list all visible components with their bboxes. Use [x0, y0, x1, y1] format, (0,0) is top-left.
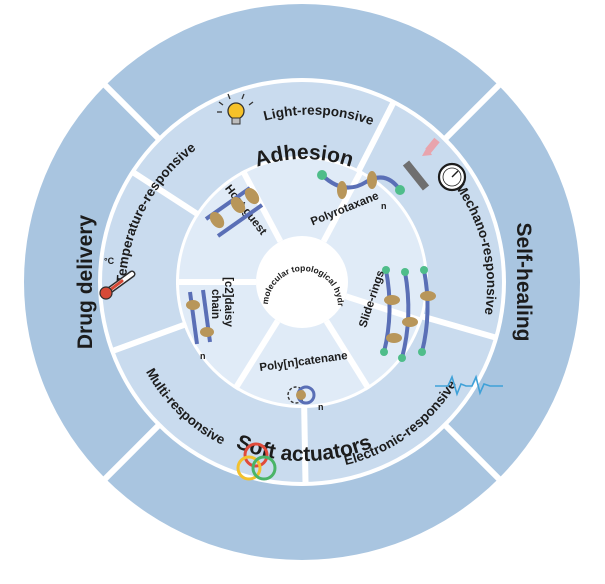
- outer-separator-3: [441, 421, 504, 484]
- outer-label-drug-delivery: Drug delivery: [74, 215, 97, 350]
- polyrotaxane-repeat-label: n: [381, 201, 387, 211]
- polycatenane-molecule: n: [287, 385, 324, 412]
- inner-separator-5: [232, 319, 281, 391]
- daisy-repeat-label: n: [200, 351, 206, 361]
- middle-separator-1: [130, 168, 201, 218]
- host-guest-molecule: [204, 186, 264, 238]
- temp-unit-label: °C: [104, 256, 115, 266]
- outer-separator-1: [100, 80, 163, 143]
- polyrotaxane-molecule: n: [317, 170, 405, 211]
- inner-separator-2: [320, 169, 364, 243]
- lightbulb-icon: [217, 93, 254, 125]
- center-core: [256, 236, 348, 328]
- inner-label-daisy-line2: chain: [209, 289, 221, 319]
- middle-separator-2: [355, 99, 397, 174]
- inner-separator-4: [323, 319, 372, 391]
- outer-label-self-healing: Self-healing: [512, 222, 535, 341]
- middle-separator-4: [301, 404, 309, 486]
- ecg-icon: [435, 374, 503, 397]
- gauge-icon: [402, 137, 467, 192]
- catenane-repeat-label: n: [318, 402, 324, 412]
- thermometer-icon: °C: [99, 256, 136, 300]
- middle-separator-5: [110, 321, 188, 355]
- daisy-chain-molecule: n: [186, 289, 214, 361]
- outer-separator-2: [441, 80, 504, 143]
- rings-icon: [236, 442, 277, 481]
- inner-label-daisy-line1: [c2]daisy: [222, 277, 234, 327]
- outer-separator-4: [100, 421, 163, 484]
- slide-rings-molecule: [380, 266, 436, 362]
- middle-separator-3: [419, 313, 498, 341]
